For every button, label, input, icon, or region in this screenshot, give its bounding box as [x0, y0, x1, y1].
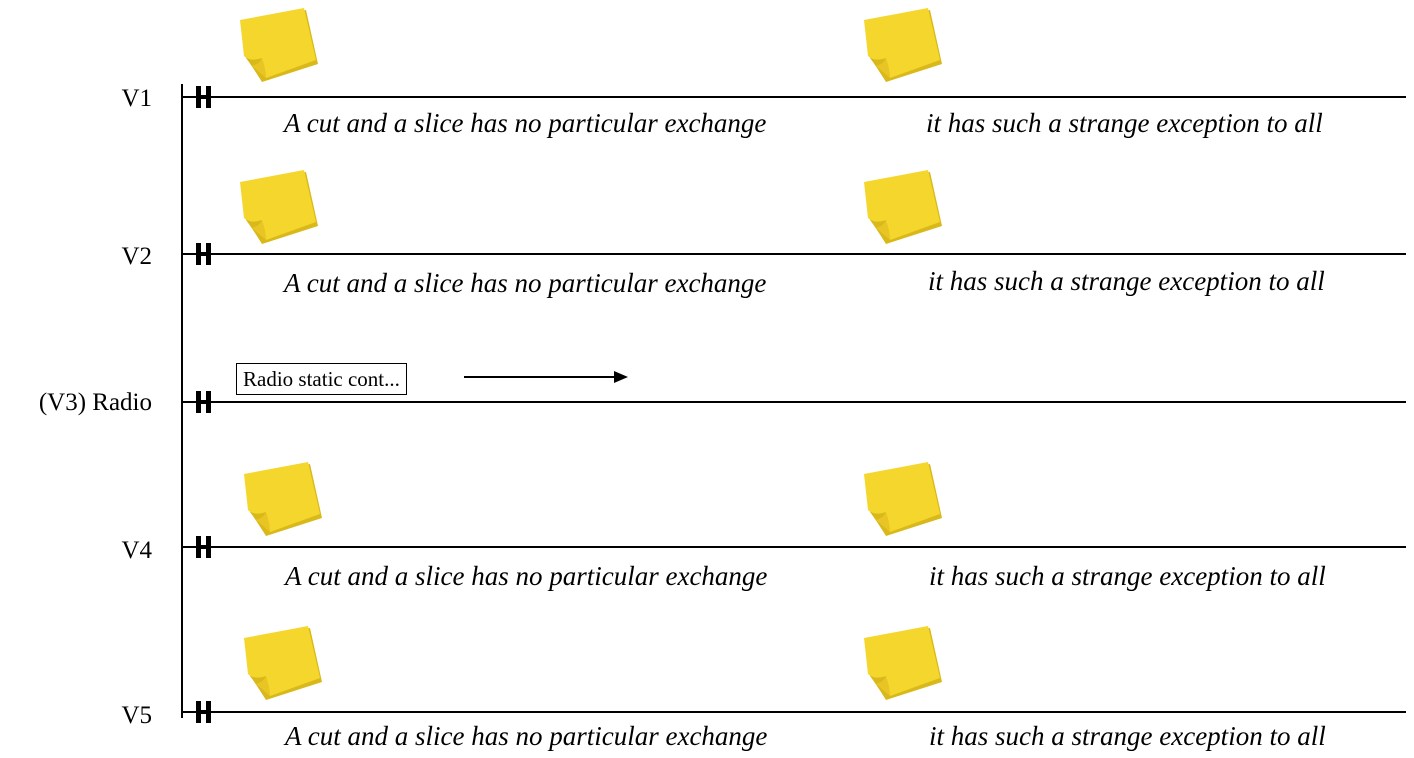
caption-v5-right: it has such a strange exception to all	[929, 721, 1326, 751]
double-bar-marker-icon	[196, 536, 214, 558]
right-arrow-icon	[464, 371, 628, 383]
double-bar-marker-icon	[196, 701, 214, 723]
caption-v1-right: it has such a strange exception to all	[926, 108, 1323, 138]
radio-clip-label[interactable]: Radio static cont...	[236, 363, 407, 395]
track-label-v1: V1	[121, 85, 152, 112]
caption-v5-left: A cut and a slice has no particular exch…	[285, 721, 768, 751]
caption-v2-right: it has such a strange exception to all	[928, 266, 1325, 296]
sticky-note-icon[interactable]	[860, 168, 944, 248]
track-label-v4: V4	[121, 537, 152, 564]
track-label-v2: V2	[121, 243, 152, 270]
sticky-note-icon[interactable]	[236, 6, 320, 86]
double-bar-marker-icon	[196, 391, 214, 413]
caption-v1-left: A cut and a slice has no particular exch…	[284, 108, 767, 138]
caption-v4-left: A cut and a slice has no particular exch…	[285, 561, 768, 591]
track-line-v5	[181, 711, 1406, 713]
caption-v2-left: A cut and a slice has no particular exch…	[284, 268, 767, 298]
sticky-note-icon[interactable]	[240, 624, 324, 704]
caption-v4-right: it has such a strange exception to all	[929, 561, 1326, 591]
double-bar-marker-icon	[196, 243, 214, 265]
track-label-v5: V5	[121, 702, 152, 729]
sticky-note-icon[interactable]	[240, 460, 324, 540]
sticky-note-icon[interactable]	[860, 624, 944, 704]
track-line-v2	[181, 253, 1406, 255]
sticky-note-icon[interactable]	[860, 6, 944, 86]
sticky-note-icon[interactable]	[236, 168, 320, 248]
track-line-v1	[181, 96, 1406, 98]
track-line-v4	[181, 546, 1406, 548]
double-bar-marker-icon	[196, 86, 214, 108]
sticky-note-icon[interactable]	[860, 460, 944, 540]
track-label-v3-radio: (V3) Radio	[38, 389, 152, 416]
track-line-v3	[181, 401, 1406, 403]
